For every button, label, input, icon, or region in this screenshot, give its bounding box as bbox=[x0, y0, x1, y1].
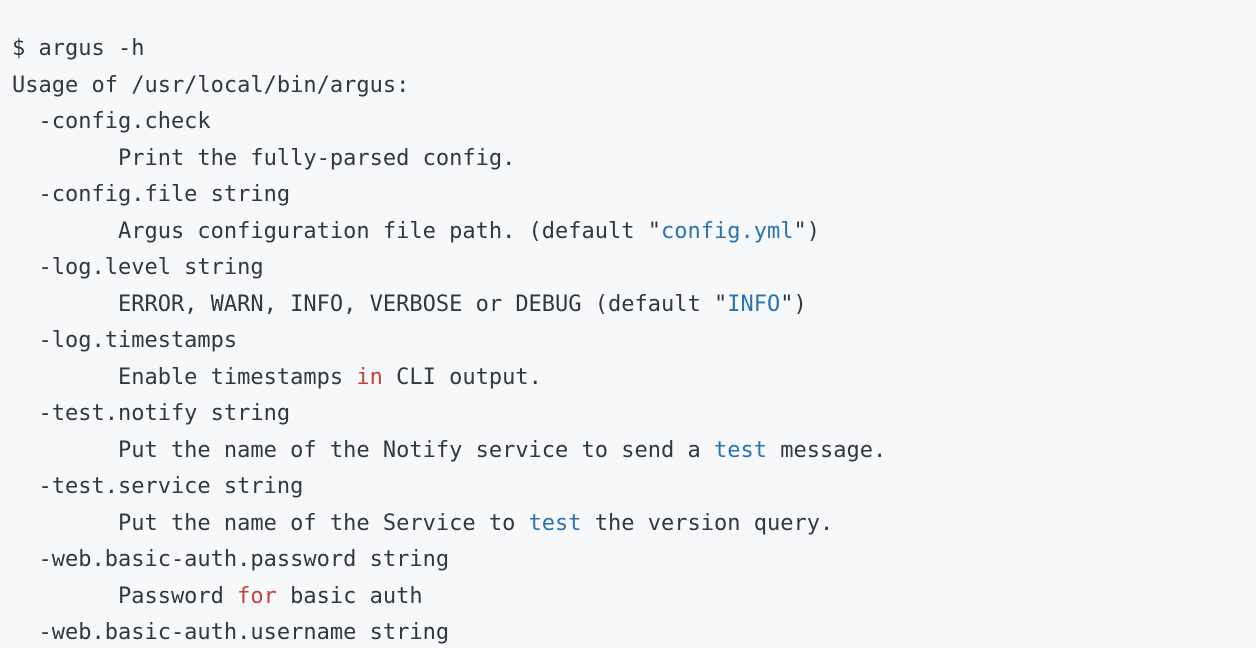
code-token: -config.check bbox=[12, 109, 211, 134]
code-token: message. bbox=[766, 437, 887, 463]
code-line: -log.timestamps bbox=[12, 323, 1244, 360]
code-token: Argus configuration file path. (default … bbox=[12, 218, 662, 244]
code-token-string: config.yml bbox=[661, 218, 794, 244]
code-token: ") bbox=[793, 218, 820, 244]
code-line: Usage of /usr/local/bin/argus: bbox=[12, 68, 1244, 105]
code-token: -web.basic-auth.password string bbox=[12, 547, 450, 572]
code-token: Print the fully-parsed config. bbox=[12, 145, 516, 171]
code-line: Put the name of the Notify service to se… bbox=[12, 433, 1244, 470]
code-token-string: INFO bbox=[727, 291, 781, 317]
code-token: Put the name of the Service to bbox=[12, 510, 529, 536]
code-token: -log.level string bbox=[12, 255, 264, 280]
code-line: -web.basic-auth.username string bbox=[12, 615, 1244, 648]
code-line: -test.service string bbox=[12, 469, 1244, 506]
code-token-keyword: for bbox=[237, 583, 277, 609]
code-line: $ argus -h bbox=[12, 31, 1244, 68]
code-line: Password for basic auth bbox=[12, 579, 1244, 616]
code-line: Argus configuration file path. (default … bbox=[12, 214, 1244, 251]
code-token-string: test bbox=[714, 437, 767, 463]
code-content: $ argus -h Usage of /usr/local/bin/argus:… bbox=[12, 31, 1244, 648]
code-line: -web.basic-auth.password string bbox=[12, 542, 1244, 579]
code-line: -log.level string bbox=[12, 250, 1244, 287]
code-token: $ argus -h bbox=[12, 36, 145, 61]
code-token: ") bbox=[780, 291, 807, 317]
code-line: Enable timestamps in CLI output. bbox=[12, 360, 1244, 397]
code-token: Password bbox=[12, 583, 238, 609]
code-token: basic auth bbox=[276, 583, 423, 609]
code-token: -test.service string bbox=[12, 474, 304, 499]
code-line: -config.file string bbox=[12, 177, 1244, 214]
code-token-string: test bbox=[528, 510, 582, 536]
code-token: Enable timestamps bbox=[12, 364, 357, 390]
code-token: -log.timestamps bbox=[12, 328, 238, 353]
code-token: Put the name of the Notify service to se… bbox=[12, 437, 714, 463]
code-pre: $ argus -h Usage of /usr/local/bin/argus:… bbox=[12, 31, 1244, 648]
code-line: ERROR, WARN, INFO, VERBOSE or DEBUG (def… bbox=[12, 287, 1244, 324]
code-token: Usage of /usr/local/bin/argus: bbox=[12, 72, 410, 98]
code-token: CLI output. bbox=[382, 364, 542, 390]
code-token: -test.notify string bbox=[12, 401, 291, 426]
code-token: -web.basic-auth.username string bbox=[12, 620, 450, 645]
code-line: Put the name of the Service to test the … bbox=[12, 506, 1244, 543]
code-line: -config.check bbox=[12, 104, 1244, 141]
code-line: -test.notify string bbox=[12, 396, 1244, 433]
code-line: Print the fully-parsed config. bbox=[12, 141, 1244, 178]
code-token-keyword: in bbox=[356, 364, 383, 390]
code-token: the version query. bbox=[581, 510, 834, 536]
code-token: -config.file string bbox=[12, 182, 291, 207]
code-token: ERROR, WARN, INFO, VERBOSE or DEBUG (def… bbox=[12, 291, 728, 317]
